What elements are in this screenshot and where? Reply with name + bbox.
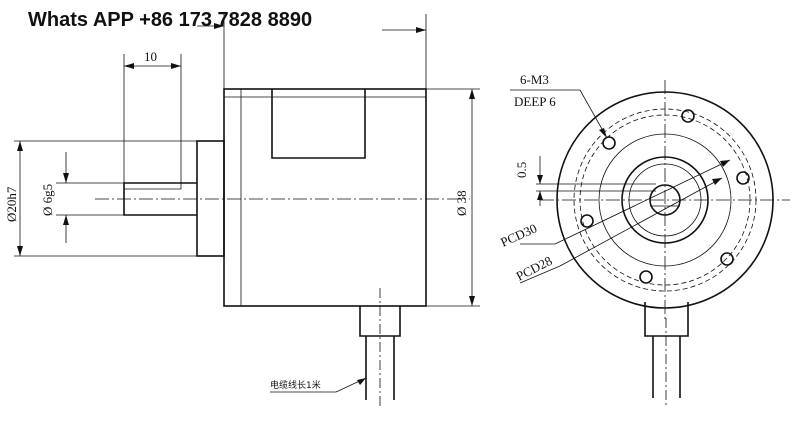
- cable-note-arrow: [357, 378, 366, 385]
- mounting-hole: [602, 136, 616, 150]
- mounting-hole: [720, 252, 734, 266]
- label-pcd30: PCD30: [498, 220, 539, 249]
- cable-gland: [359, 306, 401, 337]
- arrow-boss-bottom: [17, 246, 23, 256]
- pcd28-underline: [519, 265, 561, 284]
- cable: [365, 336, 395, 400]
- arrow-shaft-top: [63, 173, 69, 183]
- hole-spec-arrow: [599, 128, 607, 138]
- pcd28-leader: [559, 177, 723, 267]
- mounting-hole: [639, 270, 653, 284]
- front-cable-gland: [644, 302, 689, 337]
- arrow-top-left: [214, 23, 224, 29]
- arrow-body-bottom: [469, 296, 475, 306]
- arrow-key-left: [124, 63, 134, 69]
- arrow-boss-top: [17, 141, 23, 151]
- label-pcd28: PCD28: [514, 253, 555, 284]
- arrow-offset-bottom: [537, 191, 543, 200]
- arrow-offset-top: [537, 175, 543, 184]
- mounting-boss: [196, 140, 225, 257]
- mounting-holes: [580, 109, 750, 284]
- label-body-diameter: Ø 38: [454, 190, 469, 216]
- label-hole-depth: DEEP 6: [514, 94, 556, 109]
- body-window: [271, 89, 366, 159]
- encoder-body-outline: [223, 88, 427, 307]
- arrow-body-top: [469, 89, 475, 99]
- pcd28-arrow: [712, 178, 722, 185]
- front-view: 6-M3 DEEP 6 0.5 PCD30 PCD28: [498, 72, 790, 408]
- label-shaft-fit: Ø 6g5: [40, 184, 55, 216]
- mounting-hole: [736, 171, 750, 185]
- label-key-length: 10: [144, 49, 157, 64]
- side-view: Ø20h7 Ø 6g5 10 Ø 38: [4, 14, 480, 408]
- pcd30-arrow: [720, 160, 730, 167]
- label-offset: 0.5: [514, 162, 529, 178]
- arrow-key-right: [171, 63, 181, 69]
- front-cable: [652, 336, 681, 398]
- pcd30-leader: [554, 159, 731, 245]
- label-boss-fit: Ø20h7: [4, 186, 19, 222]
- contact-header: Whats APP +86 173 7828 8890: [28, 9, 313, 31]
- arrow-shaft-bottom: [63, 215, 69, 225]
- mounting-hole: [681, 109, 695, 123]
- label-hole-count: 6-M3: [520, 72, 549, 87]
- shaft-keyway: [124, 183, 182, 190]
- mounting-hole: [580, 214, 594, 228]
- arrow-top-right: [416, 27, 426, 33]
- label-cable-note: 电缆线长1米: [270, 379, 321, 391]
